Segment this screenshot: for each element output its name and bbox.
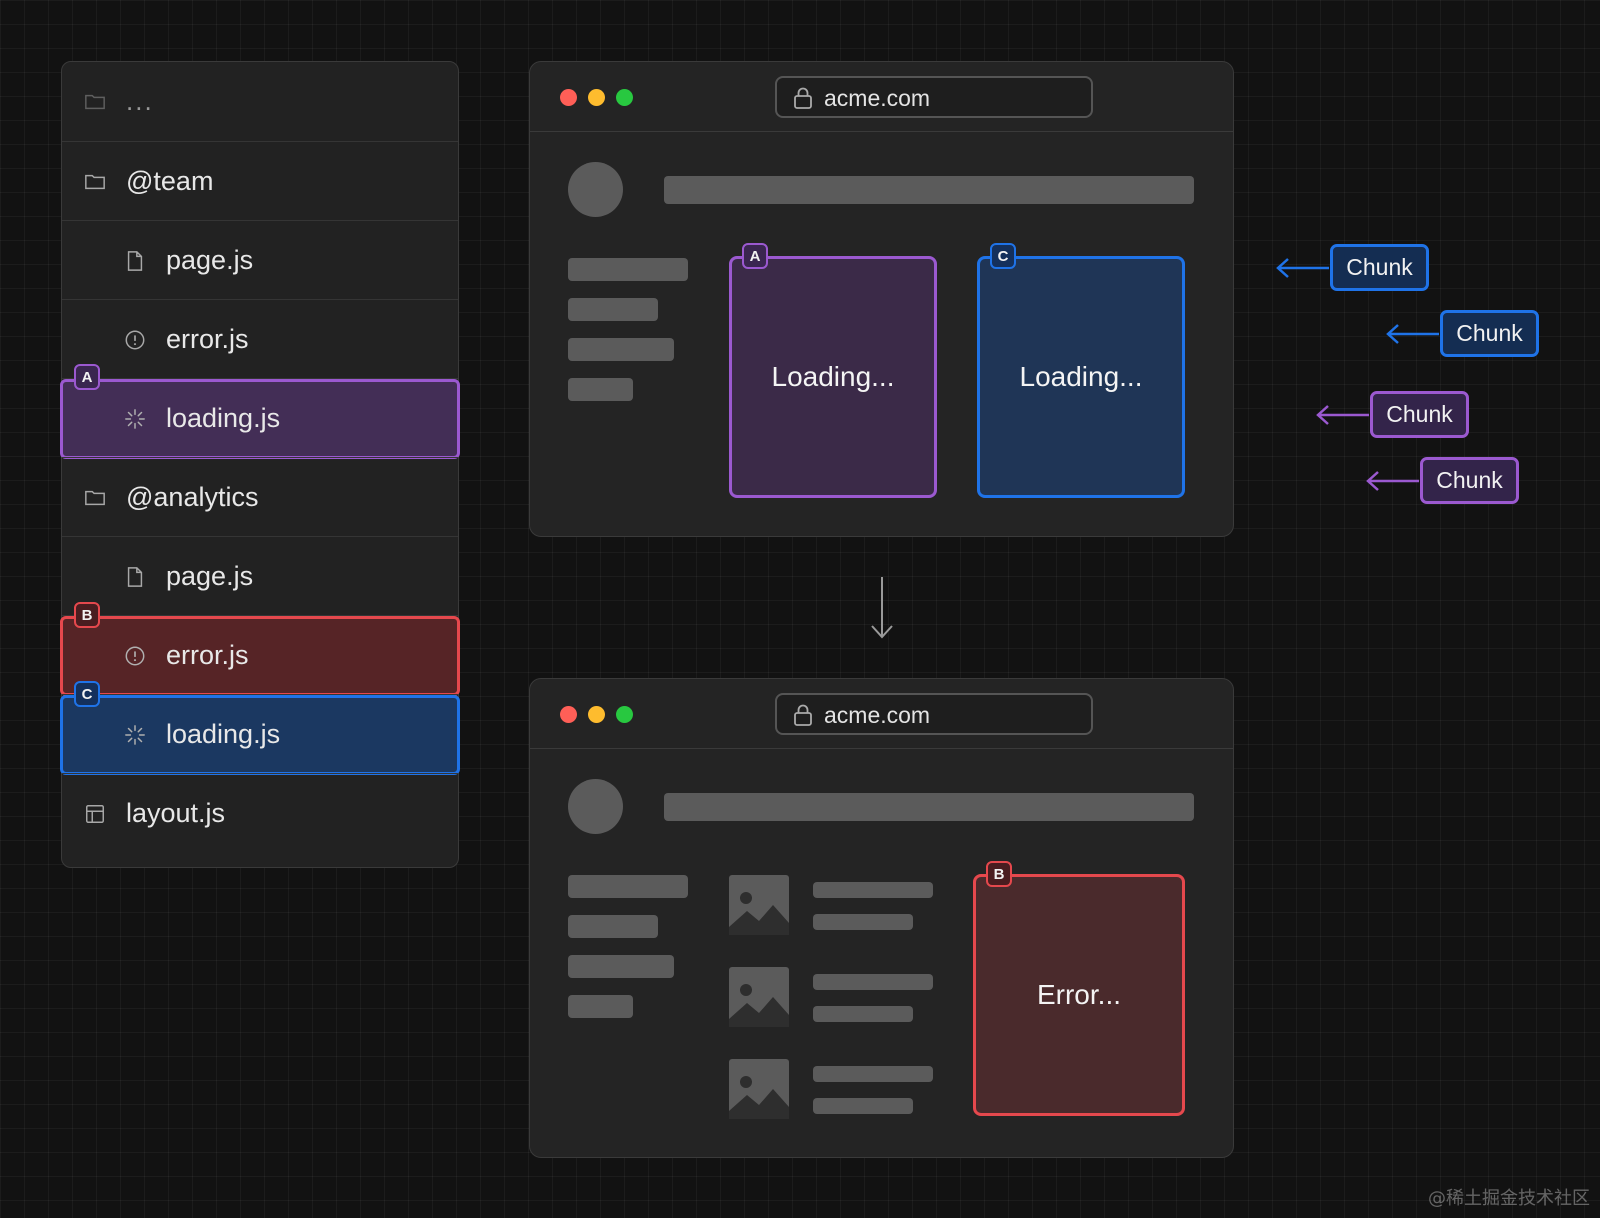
sidebar-bar-placeholder [568,955,674,978]
tree-row-team-loading[interactable]: loading.js [60,378,460,459]
text-line-placeholder [813,1098,913,1114]
browser-window-loading: acme.com Loading... A Loading... C [529,61,1234,537]
text-line-placeholder [813,1066,933,1082]
address-bar[interactable]: acme.com [775,693,1093,735]
tree-row-layout[interactable]: layout.js [62,773,458,853]
loading-icon [125,724,145,745]
text-line-placeholder [813,1006,913,1022]
tree-row-analytics-error[interactable]: error.js [60,615,460,696]
arrow-left-icon [1386,324,1439,344]
lock-icon [794,704,812,726]
folder-icon [85,94,105,110]
tree-row-label: @team [126,166,214,196]
chunk-badge: Chunk [1420,457,1519,504]
folder-icon [85,174,105,189]
sidebar-bar-placeholder [568,995,633,1018]
error-icon [125,330,145,349]
header-bar-placeholder [664,176,1194,204]
tag-b: B [74,602,100,628]
tree-row-label: page.js [166,245,254,275]
sidebar-bar-placeholder [568,378,633,401]
tree-row-analytics-loading[interactable]: loading.js [60,694,460,775]
tree-row-label: page.js [166,561,254,591]
tree-row-label: loading.js [166,403,281,433]
tree-row-analytics-page[interactable]: page.js [62,536,458,616]
image-placeholder-icon [729,967,789,1027]
url-text: acme.com [824,85,931,111]
layout-icon [86,804,104,823]
lock-icon [794,87,812,109]
tree-row-label: @analytics [126,482,259,512]
address-bar[interactable]: acme.com [775,76,1093,118]
highlight-b [60,616,460,696]
panel-text: Loading... [771,361,895,392]
tree-row-label: ... [126,86,154,116]
sidebar-bar-placeholder [568,338,674,361]
tree-row-team-folder[interactable]: @team [62,141,458,221]
maximize-dot[interactable] [616,89,633,106]
loading-icon [125,408,145,429]
chunk-badge: Chunk [1440,310,1539,357]
sidebar-bar-placeholder [568,875,688,898]
chunk-badge: Chunk [1330,244,1429,291]
tree-row-team-error[interactable]: error.js [62,299,458,379]
tree-row-analytics-folder[interactable]: @analytics [62,457,458,537]
arrow-left-icon [1366,471,1419,491]
avatar-placeholder [568,162,623,217]
chunk-badge: Chunk [1370,391,1469,438]
analytics-error-panel: Error... [973,874,1185,1116]
file-tree: ... @team page.js error.js loading.js [60,61,460,868]
sidebar-bar-placeholder [568,258,688,281]
close-dot[interactable] [560,706,577,723]
tag-a: A [742,243,768,269]
avatar-placeholder [568,779,623,834]
arrow-left-icon [1316,405,1369,425]
analytics-loading-panel: Loading... [977,256,1185,498]
browser-chrome: acme.com [530,679,1233,749]
header-bar-placeholder [664,793,1194,821]
image-placeholder-icon [729,875,789,935]
minimize-dot[interactable] [588,89,605,106]
file-icon [127,250,143,271]
tag-c: C [74,681,100,707]
close-dot[interactable] [560,89,577,106]
error-icon [125,646,145,665]
tag-c: C [990,243,1016,269]
tree-row-label: error.js [166,640,249,670]
tree-row-label: loading.js [166,719,281,749]
browser-window-error: acme.com Error... B [529,678,1234,1158]
tree-row-label: layout.js [126,798,226,828]
highlight-c [60,695,460,775]
image-placeholder-icon [729,1059,789,1119]
tag-a: A [74,364,100,390]
tag-b: B [986,861,1012,887]
browser-chrome: acme.com [530,62,1233,132]
text-line-placeholder [813,974,933,990]
file-icon [127,566,143,587]
arrow-left-icon [1276,258,1329,278]
text-line-placeholder [813,882,933,898]
url-text: acme.com [824,702,931,728]
sidebar-bar-placeholder [568,298,658,321]
watermark: @稀土掘金技术社区 [1428,1188,1590,1209]
panel-text: Loading... [1019,361,1143,392]
tree-row-team-page[interactable]: page.js [62,220,458,300]
arrow-down-icon [871,577,893,639]
panel-text: Error... [1036,979,1121,1010]
team-loading-panel: Loading... [729,256,937,498]
text-line-placeholder [813,914,913,930]
maximize-dot[interactable] [616,706,633,723]
sidebar-bar-placeholder [568,915,658,938]
folder-icon [85,490,105,505]
tree-row-root[interactable]: ... [62,62,458,142]
tree-row-label: error.js [166,324,249,354]
minimize-dot[interactable] [588,706,605,723]
